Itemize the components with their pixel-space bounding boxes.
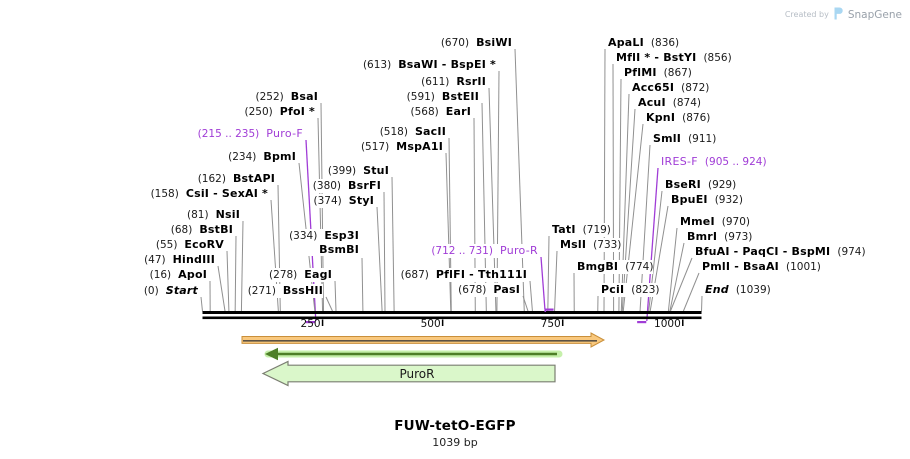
connector-line: [540, 256, 546, 310]
enzyme-site-label[interactable]: MslI(733): [560, 238, 622, 252]
connector-line: [200, 296, 203, 312]
credit: Created by SnapGene: [785, 5, 902, 24]
enzyme-site-label[interactable]: ApaLI(836): [608, 36, 680, 50]
enzyme-site-label[interactable]: (16)ApoI: [149, 268, 207, 282]
enzyme-site-label[interactable]: (591)BstEII: [406, 90, 479, 104]
enzyme-site-label[interactable]: (271)BssHII: [247, 284, 323, 298]
connector-line: [226, 250, 230, 312]
enzyme-site-label[interactable]: (687)PflFI - Tth111I: [400, 268, 527, 282]
feature-puror-arrow[interactable]: [261, 360, 556, 387]
enzyme-site-label[interactable]: BpuEI(932): [671, 193, 743, 207]
connector-line: [529, 280, 533, 312]
connector-line: [217, 265, 226, 312]
snapgene-logo-icon: [833, 5, 844, 24]
enzyme-site-label[interactable]: Acc65I(872): [632, 81, 710, 95]
enzyme-site-label[interactable]: MflI * - BstYI(856): [616, 51, 732, 65]
enzyme-site-label[interactable]: (55)EcoRV: [155, 238, 224, 252]
enzyme-site-label[interactable]: (234)BpmI: [228, 150, 296, 164]
connector-line: [361, 257, 364, 312]
enzyme-site-label[interactable]: (613)BsaWI - BspEI *: [362, 58, 496, 72]
connector-line: [383, 191, 386, 312]
enzyme-site-label[interactable]: (81)NsiI: [187, 208, 240, 222]
connector-line: [620, 93, 630, 312]
enzyme-site-label[interactable]: KpnI(876): [646, 111, 711, 125]
ruler-line-top[interactable]: [202, 311, 702, 314]
ruler-line-bottom[interactable]: [202, 316, 702, 320]
enzyme-site-label[interactable]: MmeI(970): [680, 215, 750, 229]
connector-line: [701, 295, 703, 312]
connector-line: [682, 272, 700, 312]
enzyme-site-label[interactable]: SmlI(911): [653, 132, 717, 146]
enzyme-site-label[interactable]: PmlI - BsaAI(1001): [702, 260, 821, 274]
enzyme-site-label[interactable]: (47)HindIII: [144, 253, 215, 267]
snapgene-brand: SnapGene: [847, 8, 902, 21]
connector-line: [669, 242, 685, 312]
enzyme-site-label[interactable]: BseRI(929): [665, 178, 737, 192]
enzyme-site-label[interactable]: (568)EarI: [410, 105, 471, 119]
primer-label[interactable]: (712 .. 731)Puro-R: [431, 244, 538, 258]
connector-line: [621, 108, 636, 312]
connector-line: [547, 235, 550, 312]
enzyme-site-label[interactable]: (158)CsiI - SexAI *: [150, 187, 268, 201]
feature-label-puror[interactable]: PuroR: [399, 366, 435, 381]
connector-line: [240, 220, 244, 312]
enzyme-site-label[interactable]: (399)StuI: [327, 164, 389, 178]
ruler-tick-label: 750: [540, 318, 561, 330]
connector-line: [554, 250, 558, 312]
enzyme-site-label[interactable]: (250)PfoI *: [244, 105, 315, 119]
enzyme-site-label[interactable]: (380)BsrFI: [312, 179, 381, 193]
created-by-label: Created by: [784, 10, 829, 19]
enzyme-site-label[interactable]: (252)BsaI: [255, 90, 318, 104]
primer-label[interactable]: IRES-F(905 .. 924): [661, 155, 767, 169]
primer-binding-marker[interactable]: [305, 321, 316, 324]
connector-line: [522, 295, 529, 312]
enzyme-site-label[interactable]: TatI(719): [552, 223, 611, 237]
ruler-tick-label: 250: [300, 318, 321, 330]
plasmid-length: 1039 bp: [432, 436, 478, 449]
enzyme-site-label[interactable]: (670)BsiWI: [440, 36, 512, 50]
enzyme-site-label[interactable]: (518)SacII: [379, 125, 446, 139]
connector-line: [514, 48, 525, 312]
connector-line: [234, 235, 237, 312]
enzyme-site-label[interactable]: (162)BstAPI: [197, 172, 275, 186]
ruler-tick-label: 1000: [654, 318, 681, 330]
connector-line: [391, 176, 395, 312]
primer-label[interactable]: (215 .. 235)Puro-F: [197, 127, 303, 141]
terminus-label[interactable]: End(1039): [705, 283, 771, 297]
enzyme-site-label[interactable]: (68)BstBI: [170, 223, 233, 237]
enzyme-site-label[interactable]: BmgBI(774): [577, 260, 654, 274]
enzyme-site-label[interactable]: PciI(823): [601, 283, 660, 297]
title-block: FUW-tetO-EGFP 1039 bp: [0, 418, 910, 449]
connector-line: [622, 123, 644, 312]
connector-line: [448, 137, 452, 312]
ruler-tick-label: 500: [420, 318, 441, 330]
plasmid-name: FUW-tetO-EGFP: [394, 418, 516, 434]
connector-line: [325, 296, 334, 312]
enzyme-site-label[interactable]: (374)StyI: [313, 194, 374, 208]
enzyme-site-label[interactable]: AcuI(874): [638, 96, 701, 110]
enzyme-site-label[interactable]: BmrI(973): [687, 230, 753, 244]
primer-binding-marker[interactable]: [637, 321, 647, 324]
primer-binding-marker[interactable]: [544, 308, 554, 311]
connector-line: [445, 152, 452, 312]
enzyme-site-label[interactable]: (611)RsrII: [421, 75, 486, 89]
enzyme-site-label[interactable]: (278)EagI: [269, 268, 332, 282]
connector-line: [667, 227, 678, 312]
enzyme-site-label[interactable]: PflMI(867): [624, 66, 692, 80]
enzyme-site-label[interactable]: BfuAI - PaqCI - BspMI(974): [695, 245, 866, 259]
connector-line: [669, 257, 693, 312]
enzyme-site-label[interactable]: (517)MspA1I: [360, 140, 443, 154]
terminus-label[interactable]: (0)Start: [143, 284, 198, 298]
enzyme-site-label[interactable]: (678)PasI: [458, 283, 520, 297]
connector-line: [376, 206, 383, 312]
primer-marker-stub: [544, 308, 547, 312]
connector-line: [334, 280, 337, 312]
feature-green-arrowhead: [265, 347, 278, 361]
